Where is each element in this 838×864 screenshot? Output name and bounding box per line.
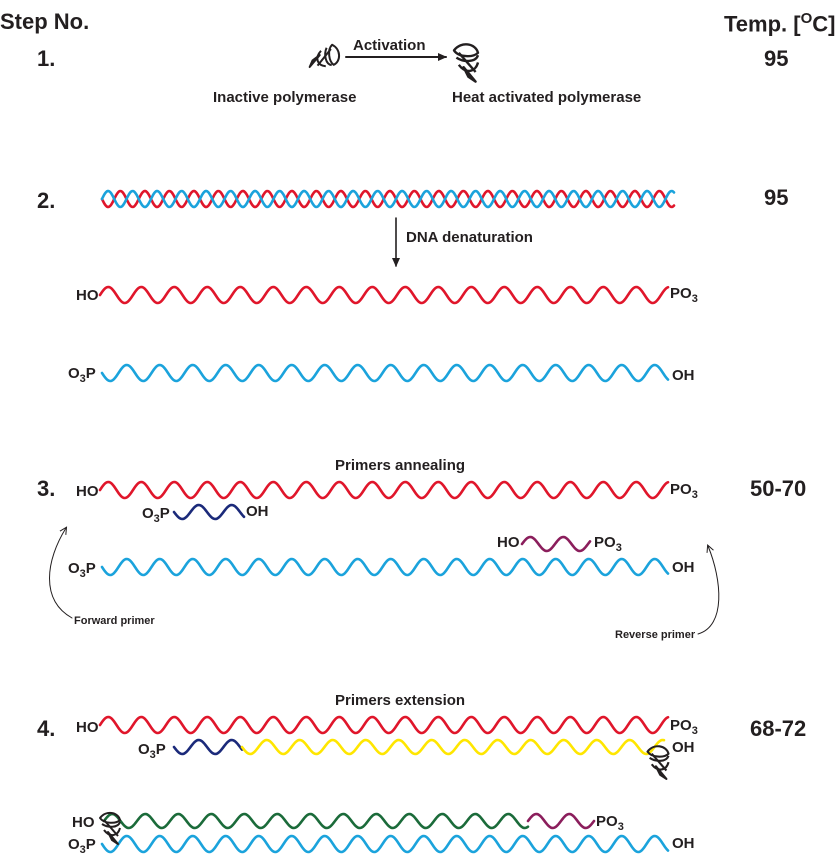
- reverse-primer-ho-end: HO: [497, 534, 520, 551]
- primers-annealing-label: Primers annealing: [335, 457, 466, 474]
- subscript-3: 3: [691, 489, 698, 501]
- inactive-polymerase-icon: [308, 43, 341, 69]
- step2-red-strand: [98, 285, 670, 305]
- step4-reverse-primer: [526, 812, 596, 830]
- p-text: P: [155, 741, 166, 758]
- temp-header-text: Temp. [: [724, 11, 801, 37]
- step3-red-ho-end: HO: [76, 483, 99, 500]
- step-1-temp: 95: [764, 46, 789, 71]
- step-2-number: 2.: [37, 188, 56, 213]
- step-4-number: 4.: [37, 716, 56, 741]
- step4-reverse-po3-end: PO3: [596, 814, 624, 833]
- po-text: PO: [670, 481, 692, 498]
- step4-green-ho-end: HO: [72, 814, 95, 831]
- inactive-polymerase-label: Inactive polymerase: [213, 89, 357, 106]
- step4-blue-strand: [100, 834, 670, 854]
- forward-primer-pointer: [49, 528, 73, 619]
- step4-red-strand: [98, 715, 670, 735]
- po-text: PO: [596, 813, 618, 830]
- o-text: O: [68, 560, 80, 577]
- step3-blue-o3p-end: O3P: [68, 561, 96, 580]
- step4-blue-o3p-end: O3P: [68, 837, 96, 856]
- step4-polymerase-reverse-icon: [99, 812, 121, 845]
- subscript-3: 3: [691, 725, 698, 737]
- step4-yellow-extension: [240, 738, 666, 756]
- step3-red-po3-end: PO3: [670, 482, 698, 501]
- step4-red-ho-end: HO: [76, 719, 99, 736]
- step-3-temp: 50-70: [750, 476, 807, 501]
- reverse-primer-pointer: [697, 546, 720, 635]
- double-helix-red-strand: [100, 189, 676, 209]
- step4-forward-primer: [172, 738, 244, 756]
- p-text: P: [85, 365, 96, 382]
- step4-forward-o3p-end: O3P: [138, 742, 166, 761]
- step3-blue-strand: [100, 557, 670, 577]
- step4-extension-oh-end: OH: [672, 739, 695, 756]
- po-text: PO: [594, 534, 616, 551]
- reverse-primer-po3-end: PO3: [594, 535, 622, 554]
- subscript-3: 3: [149, 749, 156, 761]
- step3-red-strand: [98, 480, 670, 500]
- forward-primer-strand: [172, 503, 246, 521]
- o-text: O: [142, 505, 154, 522]
- reverse-primer-label: Reverse primer: [615, 629, 696, 641]
- step3-blue-oh-end: OH: [672, 559, 695, 576]
- forward-primer-o3p-end: O3P: [142, 506, 170, 525]
- activation-label: Activation: [353, 37, 426, 54]
- step-3-number: 3.: [37, 476, 56, 501]
- subscript-3: 3: [79, 844, 86, 856]
- subscript-3: 3: [79, 568, 86, 580]
- step4-red-po3-end: PO3: [670, 718, 698, 737]
- step4-blue-oh-end: OH: [672, 835, 695, 852]
- step2-blue-oh-end: OH: [672, 367, 695, 384]
- subscript-3: 3: [615, 542, 622, 554]
- step2-blue-strand: [100, 363, 670, 383]
- step4-green-extension: [102, 812, 530, 830]
- step4-polymerase-forward-icon: [646, 745, 670, 780]
- double-helix-blue-strand: [100, 189, 676, 209]
- primers-extension-label: Primers extension: [335, 692, 466, 709]
- heat-activated-polymerase-label: Heat activated polymerase: [452, 89, 642, 106]
- o-text: O: [68, 365, 80, 382]
- p-text: P: [85, 836, 96, 853]
- temperature-column-header: Temp. [OC]: [724, 11, 835, 35]
- step2-blue-o3p-end: O3P: [68, 366, 96, 385]
- p-text: P: [85, 560, 96, 577]
- p-text: P: [159, 505, 170, 522]
- step-2-temp: 95: [764, 185, 789, 210]
- reverse-primer-strand: [520, 535, 592, 553]
- forward-primer-oh-end: OH: [246, 503, 269, 520]
- step-column-header: Step No.: [0, 9, 90, 34]
- po-text: PO: [670, 285, 692, 302]
- temp-header-unit: C]: [812, 11, 836, 37]
- o-text: O: [138, 741, 150, 758]
- step2-red-po3-end: PO3: [670, 286, 698, 305]
- step-4-temp: 68-72: [750, 716, 807, 741]
- dna-denaturation-label: DNA denaturation: [406, 229, 533, 246]
- subscript-3: 3: [691, 293, 698, 305]
- heat-activated-polymerase-icon: [452, 43, 480, 83]
- subscript-3: 3: [617, 821, 624, 833]
- step-1-number: 1.: [37, 46, 56, 71]
- subscript-3: 3: [153, 513, 160, 525]
- o-text: O: [68, 836, 80, 853]
- subscript-3: 3: [79, 373, 86, 385]
- step2-red-ho-end: HO: [76, 287, 99, 304]
- po-text: PO: [670, 717, 692, 734]
- temp-header-degree: O: [800, 10, 813, 27]
- forward-primer-label: Forward primer: [74, 615, 155, 627]
